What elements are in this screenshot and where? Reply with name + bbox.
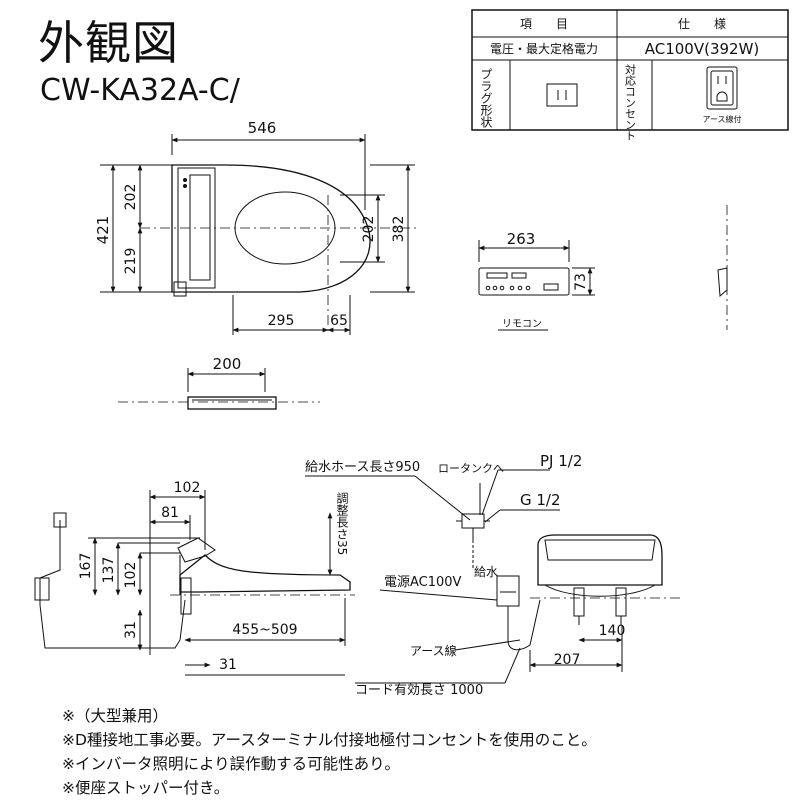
side-dim-167: 167 [78,553,94,580]
side-dim-137: 137 [101,557,117,584]
conn-hose-length: 給水ホース長さ950 [305,460,420,475]
spec-col-item: 項 目 [520,17,568,31]
notes: ※（大型兼用） ※D種接地工事必要。アースターミナル付接地極付コンセントを使用の… [62,704,597,800]
side-dim-31-side: 31 [123,621,139,639]
spec-power-value: AC100V(392W) [645,40,760,58]
page-title: 外観図 [38,16,179,70]
spec-outlet-label: 対応コンセント [624,63,637,141]
conn-g: G 1/2 [520,491,561,509]
conn-to-tank: ロータンクへ [438,462,504,475]
dim-202-bowl: 202 [361,216,377,243]
conn-power: 電源AC100V [384,575,462,590]
dim-219-left: 219 [123,248,139,275]
spec-table [471,9,789,131]
spec-col-spec: 仕 様 [678,17,726,31]
side-dim-102-side: 102 [123,562,139,589]
remote-label: リモコン [502,319,542,330]
remote-dim-73: 73 [573,273,589,291]
front-view [118,368,320,410]
side-dim-31-bottom: 31 [219,657,237,673]
side-dim-81: 81 [161,505,179,521]
spec-ground-label: アース線付 [702,114,741,124]
conn-pj: PJ 1/2 [540,452,582,470]
conn-water: 給水 [474,565,498,579]
side-dim-102-top: 102 [174,480,201,496]
connection-view [305,469,680,684]
front-dim-200: 200 [213,355,242,373]
plug-icon [546,83,578,107]
conn-earth: アース線 [410,643,457,658]
dim-depth-421: 421 [94,216,112,245]
conn-adjust: 調整長さ35 [335,492,349,556]
conn-dim-207: 207 [554,652,581,668]
note-3: ※インバータ照明により誤作動する可能性あり。 [62,755,400,773]
top-view [100,134,420,335]
model-number: CW-KA32A-C/ [40,73,240,108]
dim-202-left: 202 [123,184,139,211]
remote-view [478,240,595,331]
remote-side-view [717,205,728,330]
conn-cord: コード有効長さ 1000 [355,683,483,698]
remote-dim-263: 263 [507,230,536,248]
side-dim-455-509: 455~509 [232,622,297,638]
note-2: ※D種接地工事必要。アースターミナル付接地極付コンセントを使用のこと。 [62,731,597,749]
spec-plug-label: プラグ形状 [479,68,493,128]
note-1: ※（大型兼用） [62,707,168,725]
outlet-icon [706,66,738,110]
spec-power-label: 電圧・最大定格電力 [490,41,598,56]
conn-dim-140: 140 [599,623,626,639]
side-view [34,490,355,676]
dim-295: 295 [268,313,295,329]
note-4: ※便座ストッパー付き。 [62,779,230,797]
dim-382-right: 382 [391,216,407,243]
dim-width-546: 546 [248,119,277,137]
dim-65: 65 [330,313,348,329]
